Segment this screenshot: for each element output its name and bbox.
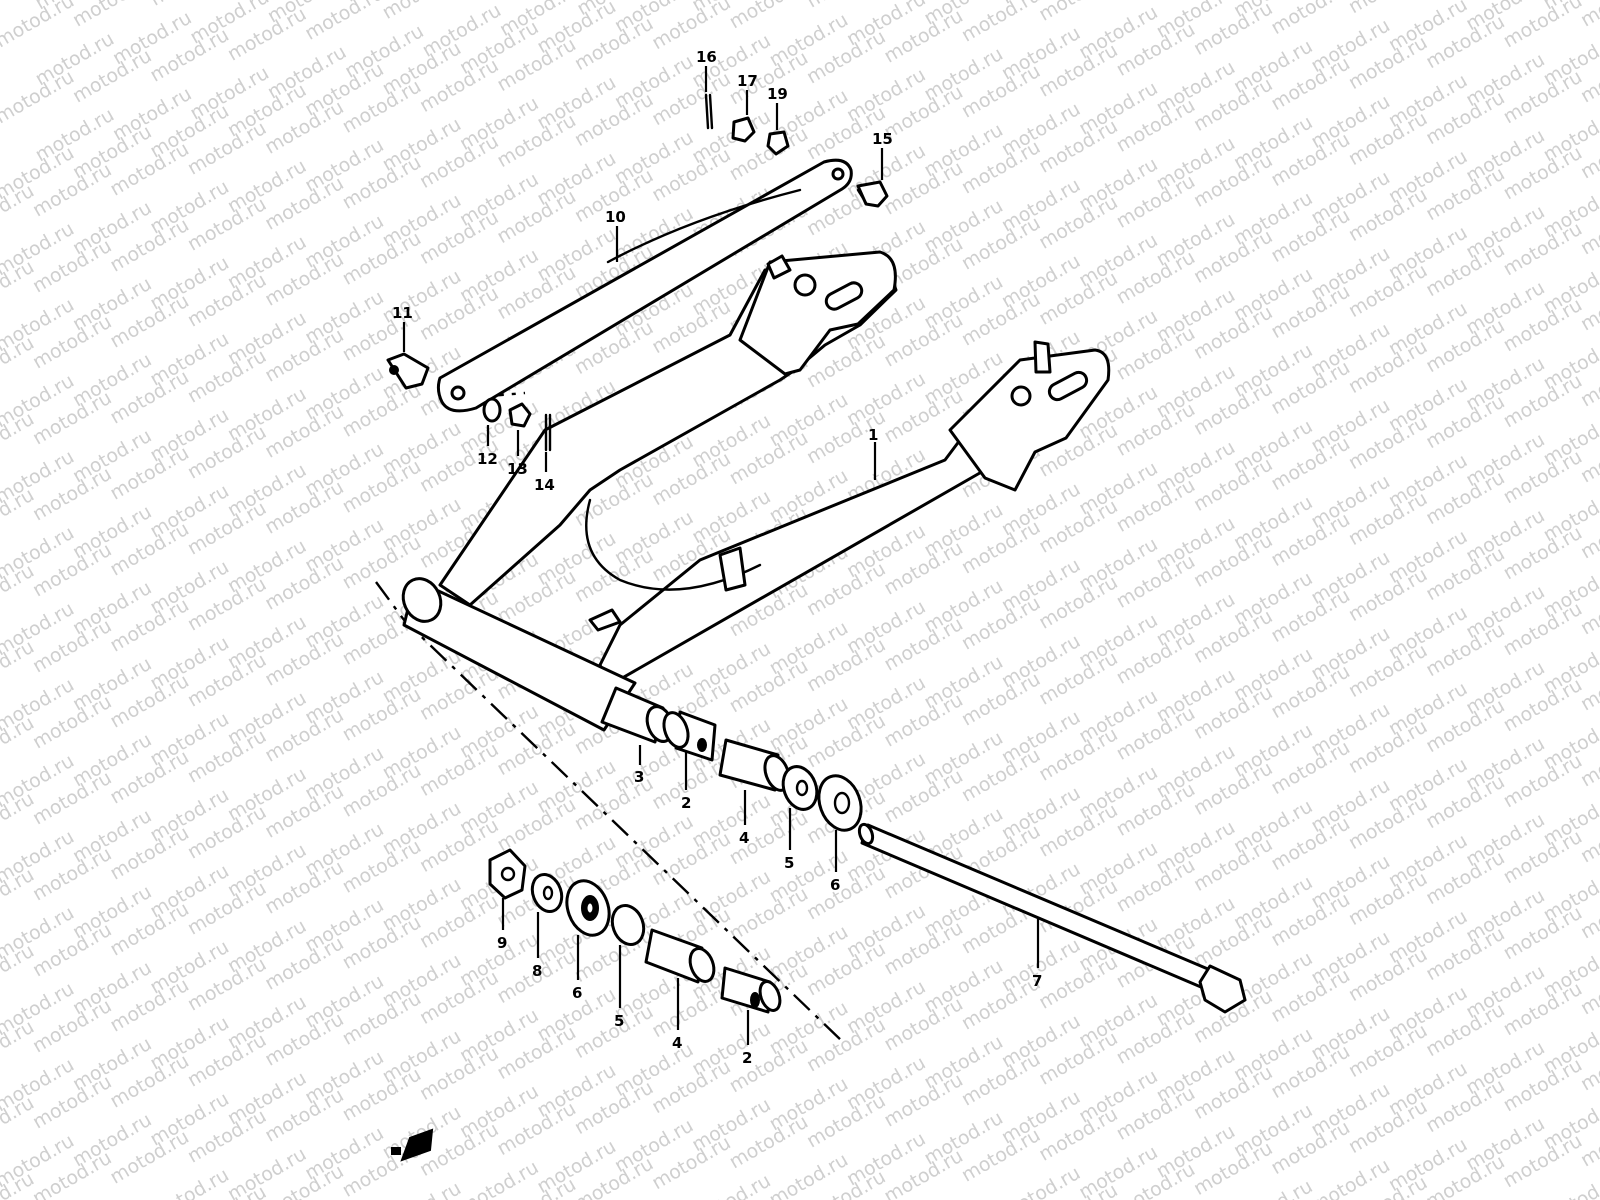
cotter-pin-part-16 [704, 93, 714, 130]
watermark-text: motod.ru [379, 1177, 465, 1200]
callout-8: 8 [532, 962, 542, 980]
bolt-part-15 [856, 180, 889, 208]
watermark-text: motod.ru [69, 0, 155, 31]
washer-part-8 [530, 873, 564, 913]
watermark-text: motod.ru [803, 0, 889, 12]
watermark-text: motod.ru [146, 0, 232, 11]
callout-5-lower: 5 [614, 1012, 624, 1030]
watermark-text: motod.ru [1230, 1175, 1316, 1200]
bearing-part-2-lower [720, 966, 782, 1014]
callout-7: 7 [1032, 972, 1042, 990]
watermark-text: motod.ru [1345, 0, 1431, 18]
callout-6-upper: 6 [830, 876, 840, 894]
callout-2-lower: 2 [742, 1049, 752, 1067]
washer-part-5-upper [781, 765, 819, 811]
watermark-text: motod.ru [1267, 0, 1353, 39]
callout-2-upper: 2 [681, 794, 691, 812]
callout-11: 11 [392, 304, 413, 322]
washer-part-5-lower [610, 904, 646, 946]
callout-4-upper: 4 [739, 829, 749, 847]
watermark-text: motod.ru [998, 1162, 1084, 1200]
spacer-part-4-lower [644, 928, 716, 984]
callout-6-lower: 6 [572, 984, 582, 1002]
nut-part-17 [731, 116, 756, 143]
torque-link-part-10 [436, 158, 853, 413]
watermark-text: motod.ru [1540, 1168, 1600, 1200]
watermark-text: motod.ru [456, 1156, 542, 1200]
watermark-text: motod.ru [958, 0, 1044, 47]
bolt-part-11 [386, 352, 430, 390]
dust-seal-part-6-lower [565, 879, 611, 937]
cotter-pin-part-14 [544, 413, 552, 452]
watermark-text: motod.ru [1035, 0, 1121, 26]
watermark-text: motod.ru [0, 0, 78, 52]
bearing-part-2-upper [662, 710, 717, 762]
callout-3: 3 [634, 768, 644, 786]
callout-1: 1 [868, 426, 878, 444]
corner-fragment-mark [391, 1128, 434, 1162]
callout-16: 16 [696, 48, 717, 66]
callout-12: 12 [477, 450, 498, 468]
watermark-text: motod.ru [379, 0, 465, 24]
callout-19: 19 [767, 85, 788, 103]
pivot-shaft-part-7 [857, 822, 1247, 1014]
washer-part-19 [766, 130, 790, 156]
callout-14: 14 [534, 476, 555, 494]
callout-13: 13 [507, 460, 528, 478]
leader-lines [402, 66, 1040, 1045]
callout-5-upper: 5 [784, 854, 794, 872]
callout-10: 10 [605, 208, 626, 226]
washer-part-12 [482, 397, 502, 423]
callout-17: 17 [737, 72, 758, 90]
watermark-text: motod.ru [726, 0, 812, 33]
callout-15: 15 [872, 130, 893, 148]
callout-labels: 1 2 2 3 4 4 5 5 6 6 7 8 9 10 11 12 13 14… [392, 48, 1042, 1067]
callout-4-lower: 4 [672, 1034, 682, 1052]
watermark-text: motod.ru [146, 1164, 232, 1200]
callout-9: 9 [497, 934, 507, 952]
watermark-text: motod.ru [301, 0, 387, 45]
dust-seal-part-6-upper [817, 774, 863, 832]
swing-arm-part-1 [401, 250, 1111, 732]
nut-part-13 [508, 402, 532, 428]
nut-part-9 [488, 848, 527, 900]
watermark-text: motod.ru [688, 1170, 774, 1200]
